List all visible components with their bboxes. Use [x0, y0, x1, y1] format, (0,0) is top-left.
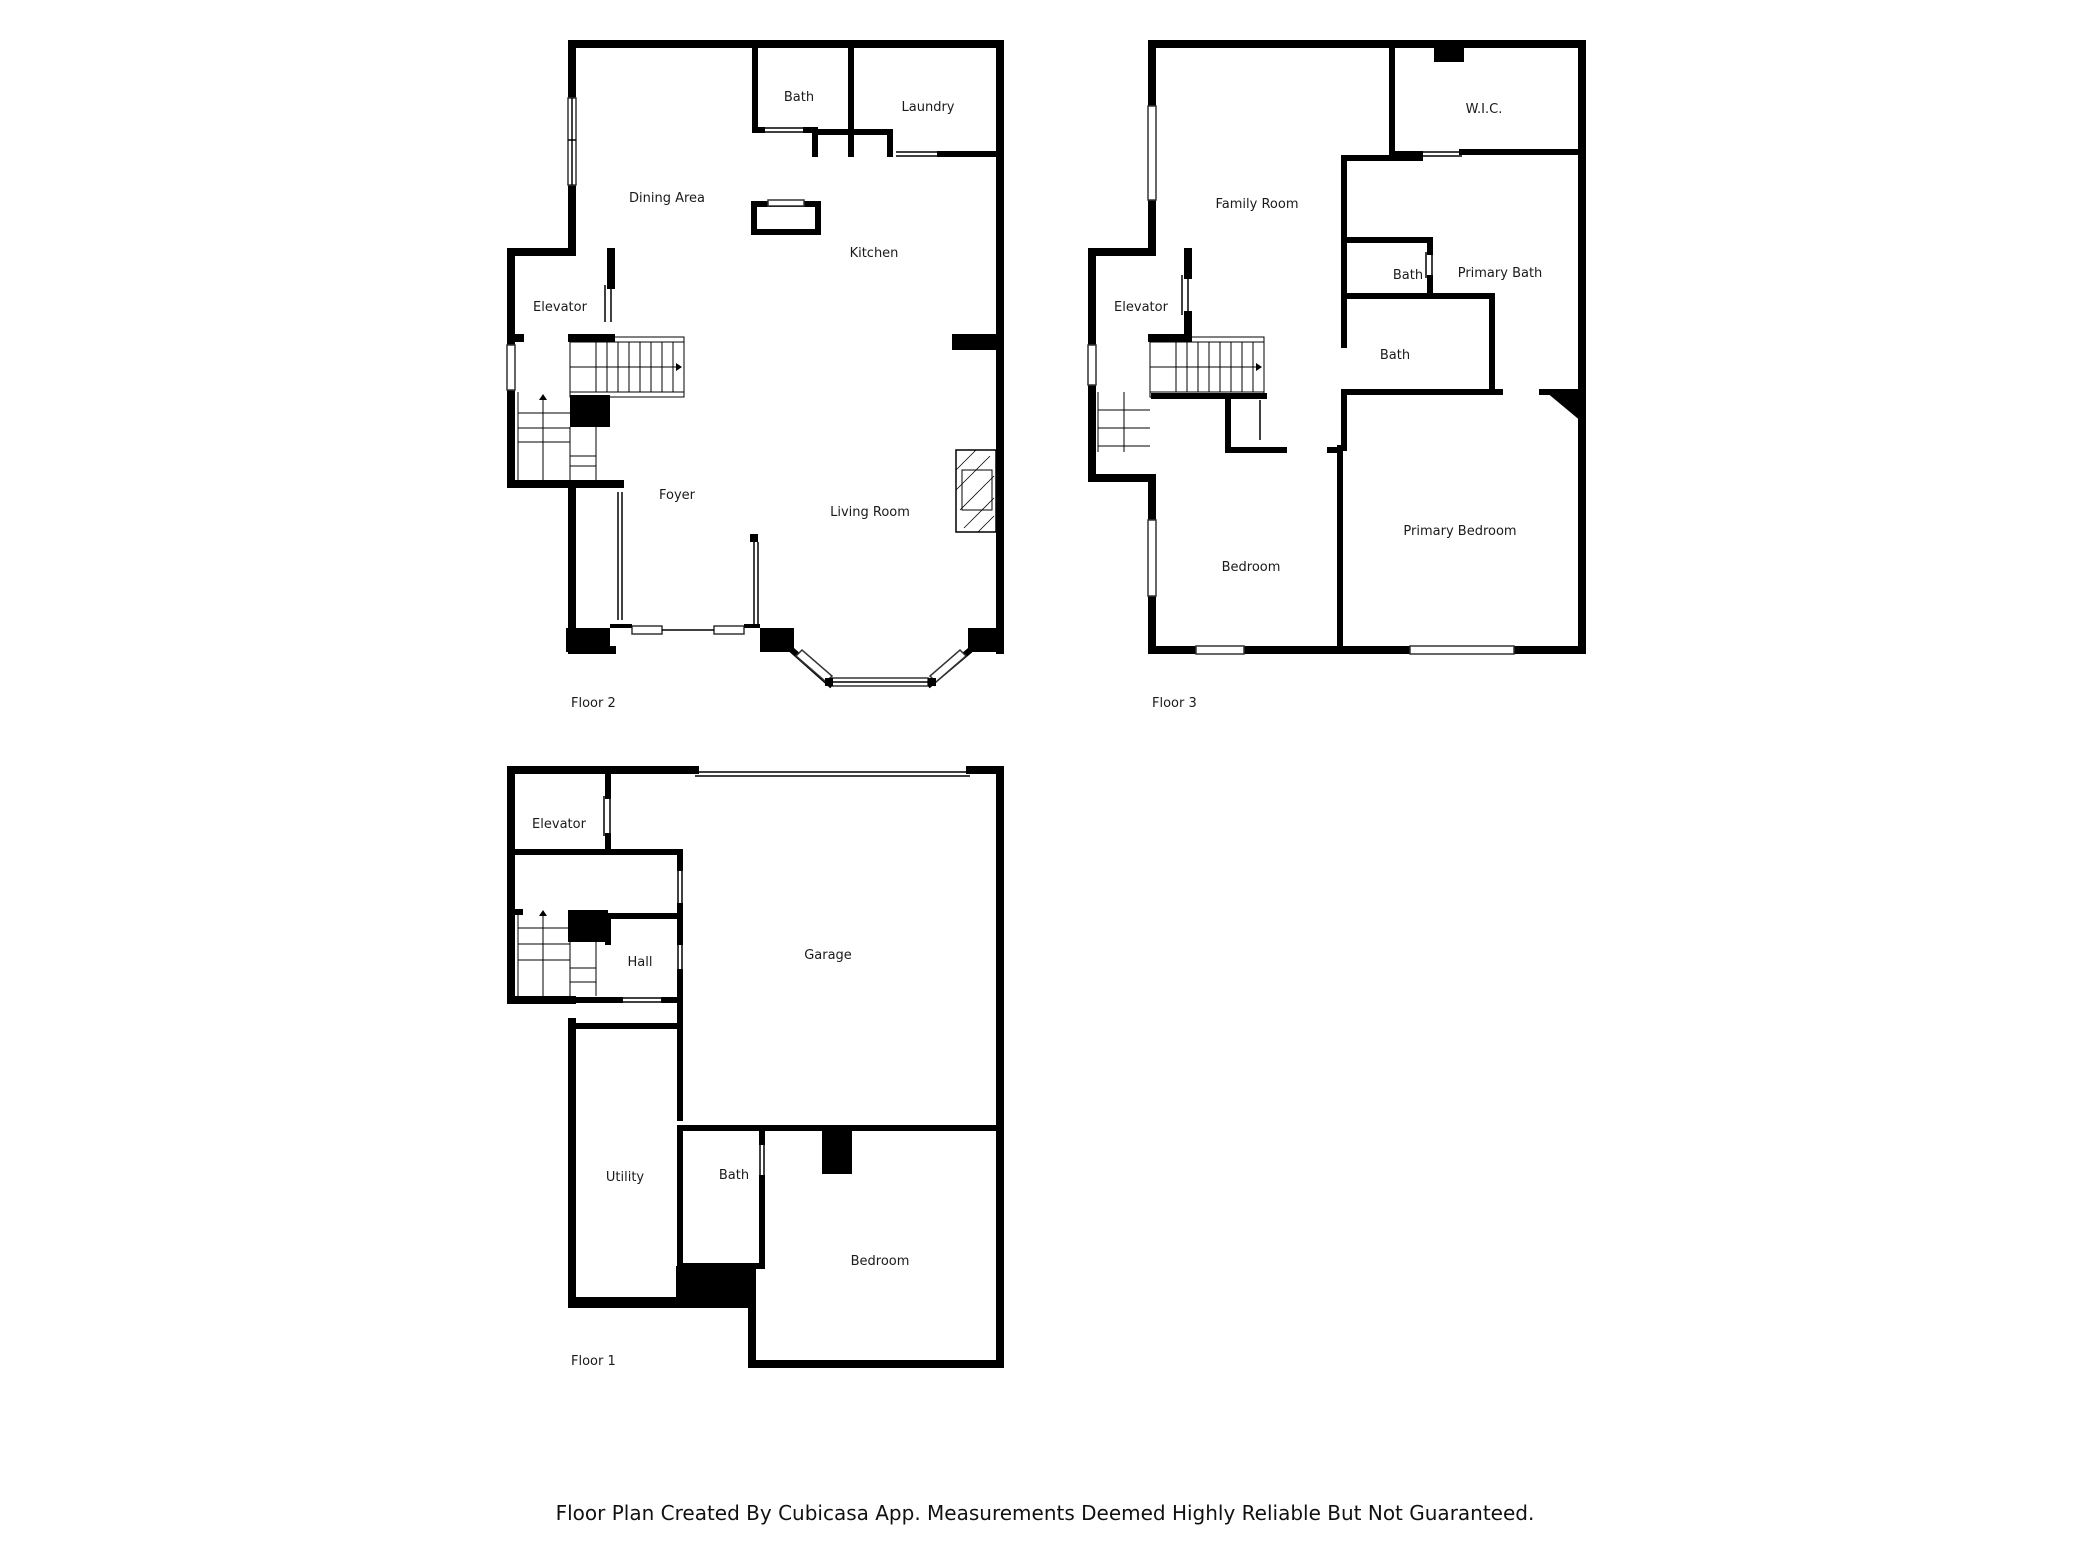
- room-label-laundry: Laundry: [902, 100, 955, 115]
- floor-label-3: Floor 3: [1152, 696, 1197, 711]
- room-label-kitchen: Kitchen: [850, 246, 899, 261]
- room-label-primary-bath: Primary Bath: [1458, 266, 1543, 281]
- room-label-family-room: Family Room: [1216, 197, 1299, 212]
- floor-2-plan: [506, 40, 1004, 689]
- room-label-primary-bedroom: Primary Bedroom: [1403, 524, 1516, 539]
- room-label-utility: Utility: [606, 1170, 645, 1185]
- room-label-bath-f1: Bath: [719, 1168, 749, 1183]
- footer-disclaimer: Floor Plan Created By Cubicasa App. Meas…: [556, 1501, 1535, 1525]
- room-label-bath-f2: Bath: [784, 90, 814, 105]
- room-label-elevator-f3: Elevator: [1114, 300, 1169, 315]
- room-label-elevator-f1: Elevator: [532, 817, 587, 832]
- room-label-bath-f3: Bath: [1380, 348, 1410, 363]
- room-label-living-room: Living Room: [830, 505, 910, 520]
- floor-2-labels: Bath Laundry Dining Area Kitchen Elevato…: [533, 90, 955, 711]
- floor-label-1: Floor 1: [571, 1354, 616, 1369]
- room-label-wic: W.I.C.: [1466, 102, 1503, 117]
- floor-3-plan: [1087, 40, 1586, 655]
- floor-label-2: Floor 2: [571, 696, 616, 711]
- floor-1-plan: [507, 766, 1004, 1368]
- room-label-elevator-f2: Elevator: [533, 300, 588, 315]
- room-label-bedroom-f1: Bedroom: [851, 1254, 910, 1269]
- room-label-dining-area: Dining Area: [629, 191, 705, 206]
- room-label-garage: Garage: [804, 948, 852, 963]
- room-label-foyer: Foyer: [659, 488, 696, 503]
- room-label-hall: Hall: [628, 955, 653, 970]
- room-label-bath-small: Bath: [1393, 268, 1423, 283]
- floor-1-labels: Elevator Hall Garage Utility Bath Bedroo…: [532, 817, 909, 1369]
- floor-3-labels: W.I.C. Family Room Bath Primary Bath Ele…: [1114, 102, 1542, 711]
- room-label-bedroom-f3: Bedroom: [1222, 560, 1281, 575]
